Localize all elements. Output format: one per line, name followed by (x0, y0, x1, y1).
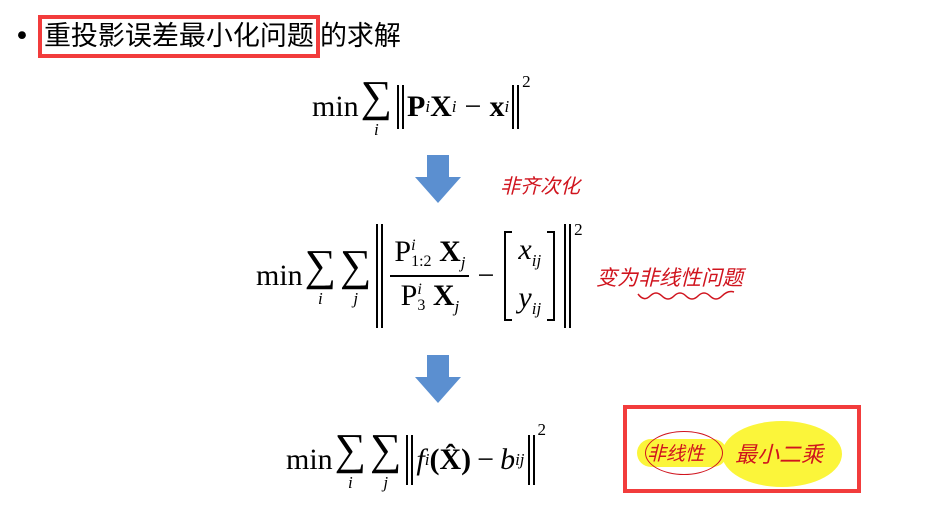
sum-symbol-i: ∑i (304, 240, 337, 308)
title-rest-text: 的求解 (319, 21, 401, 52)
down-arrow-icon (415, 155, 461, 203)
annotation-box: 非线性 最小二乘 (623, 405, 861, 493)
annotation-nonlinear-short: 非线性 (647, 443, 705, 465)
sum-symbol-i: ∑i (334, 424, 367, 492)
min-op: min (312, 90, 359, 123)
observation-vector: xij yij (504, 231, 556, 321)
annotation-nonlinear: 变为非线性问题 (596, 266, 743, 290)
annotation-least-squares: 最小二乘 (735, 443, 824, 468)
slide-title: • 重投影误差最小化问题的求解 (14, 14, 401, 58)
title-boxed-text: 重投影误差最小化问题 (43, 21, 314, 52)
annotation-homogenize: 非齐次化 (500, 174, 580, 198)
wavy-underline (637, 290, 735, 300)
sum-symbol-j: ∑j (340, 240, 372, 308)
down-arrow-icon (415, 355, 461, 403)
title-highlight-box: 重投影误差最小化问题 (37, 15, 320, 58)
bullet: • (14, 21, 30, 52)
sum-symbol: ∑i (360, 71, 393, 139)
sum-symbol-j: ∑j (370, 424, 402, 492)
